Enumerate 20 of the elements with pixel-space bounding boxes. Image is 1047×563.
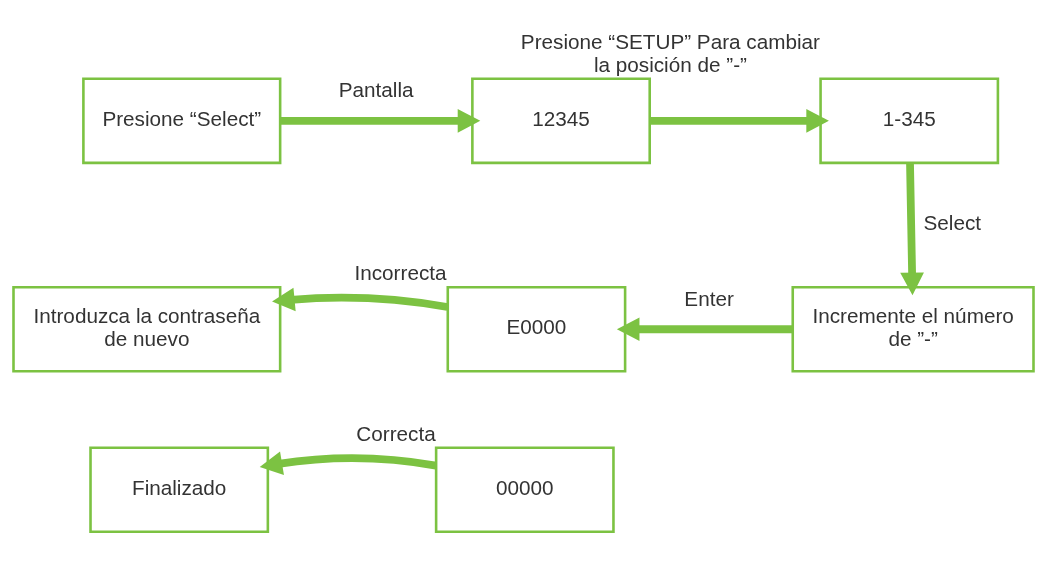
edge-label: Select bbox=[923, 210, 982, 234]
node-box: Finalizado bbox=[89, 445, 270, 533]
arrow bbox=[616, 316, 793, 341]
node-label: Presione “SETUP” Para cambiar la posición de ”-” bbox=[520, 29, 820, 76]
node-box: 00000 bbox=[434, 445, 615, 533]
node-label: Incorrecta bbox=[354, 260, 447, 284]
edge-label: Pantalla bbox=[338, 77, 414, 101]
node-box: 1-345 bbox=[819, 77, 1000, 164]
edge-label: Enter bbox=[684, 286, 734, 310]
node-label: Correcta bbox=[356, 421, 436, 445]
node-box: E0000 bbox=[446, 285, 627, 373]
arrow bbox=[280, 108, 481, 133]
arrow bbox=[272, 287, 449, 311]
arrow bbox=[259, 451, 437, 475]
arrow bbox=[649, 108, 829, 133]
arrow bbox=[900, 162, 924, 295]
node-box: Introduzca la contraseña de nuevo bbox=[12, 285, 282, 373]
node-box: Presione “Select” bbox=[82, 77, 282, 164]
node-box: Incremente el número de ”-” bbox=[791, 285, 1035, 373]
node-box: 12345 bbox=[471, 77, 651, 164]
